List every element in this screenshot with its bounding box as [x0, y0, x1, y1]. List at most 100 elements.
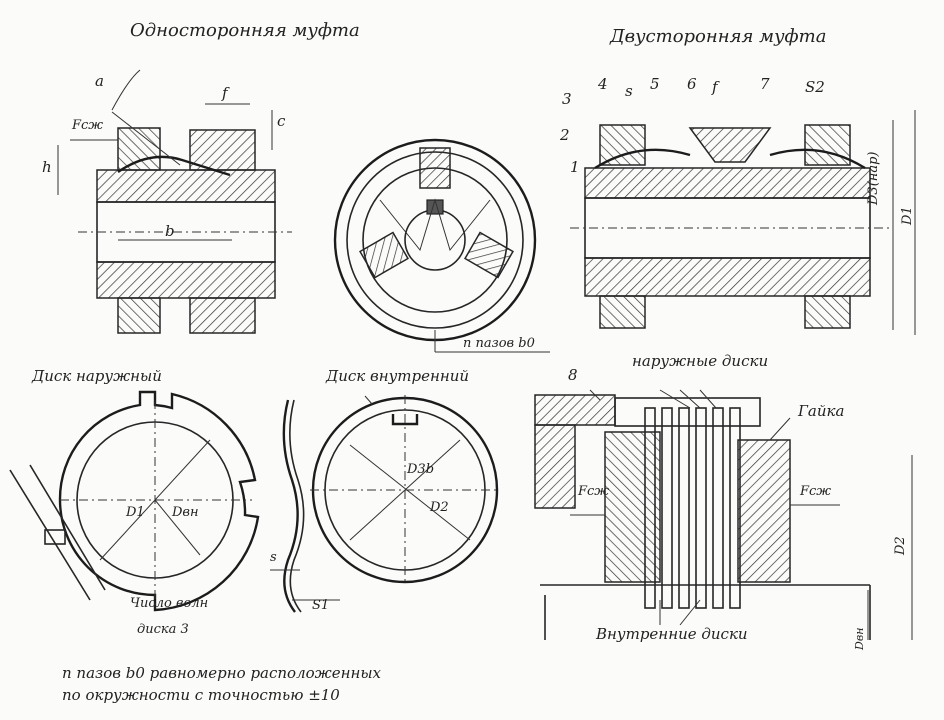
double-lever-left — [594, 148, 691, 170]
double-hub-top — [584, 167, 871, 199]
end-view-spokes — [379, 198, 491, 252]
dim-s2: S2 — [805, 78, 825, 96]
inner-disk-tab — [391, 414, 419, 426]
dim-s1: S1 — [312, 598, 330, 613]
outer-disk-detail-notch — [44, 529, 66, 545]
dim-c: c — [277, 112, 286, 130]
label-disk-outer: Диск наружный — [32, 367, 162, 385]
label-wave-count-2: диска 3 — [137, 622, 189, 637]
dim-b: b — [165, 222, 175, 240]
label-outer-disks: наружные диски — [632, 352, 769, 370]
double-disk-pack-left — [599, 124, 646, 166]
double-disk-pack-left-bottom — [599, 295, 646, 329]
pack-outer-leader-1 — [659, 389, 691, 409]
end-view-lever-top — [419, 147, 451, 189]
single-lever — [117, 155, 231, 177]
pack-disk-1 — [644, 407, 656, 609]
inner-disk-label-leader — [364, 395, 373, 405]
pack-hub-right — [737, 439, 791, 583]
double-sleeve — [688, 127, 772, 163]
single-angle-arc — [111, 69, 141, 111]
end-view-bore — [404, 209, 466, 271]
title-double-clutch: Двусторонняя муфта — [610, 26, 827, 47]
label-wave-count-1: Число волн — [130, 596, 209, 611]
pack-disk-4 — [695, 407, 707, 609]
outer-disk-drawing — [9, 390, 260, 612]
clutch-end-view — [333, 138, 550, 353]
single-disk-pack-bottom — [117, 297, 161, 334]
dim-fszh-single: Fсж — [72, 118, 104, 133]
double-clutch-section — [570, 110, 916, 335]
note-line-2: по окружности с точностью ±10 — [62, 686, 340, 704]
double-disk-pack-right-bottom — [804, 295, 851, 329]
inner-disk-d2-line — [349, 444, 471, 541]
wave-disk-profile — [270, 399, 340, 613]
dim-f-double: f — [712, 78, 718, 96]
callout-2: 2 — [560, 126, 570, 144]
dim-d2-right: D2 — [893, 536, 908, 555]
single-angle-line — [111, 111, 181, 166]
outer-disk-profile — [58, 390, 260, 612]
dim-d3-nar: D3(нар) — [866, 151, 881, 205]
pack-disk-6 — [729, 407, 741, 609]
dim-a: a — [95, 72, 104, 90]
dim-dvn: Dвн — [172, 505, 199, 520]
outer-disk-detail-edge-2 — [29, 464, 106, 591]
dim-s: s — [625, 82, 633, 100]
double-hub-bottom — [584, 257, 871, 297]
dim-s-disk: s — [270, 550, 277, 565]
dim-d1: D1 — [900, 206, 915, 225]
outer-disk-detail-edge-1 — [9, 469, 91, 601]
end-view-lever-right — [464, 231, 514, 279]
callout-5: 5 — [650, 75, 660, 93]
title-single-clutch: Односторонняя муфта — [130, 20, 360, 41]
pack-pressure-plate — [534, 394, 616, 426]
pack-hub-left — [604, 431, 661, 583]
callout-8: 8 — [568, 366, 578, 384]
callout-1: 1 — [570, 158, 580, 176]
pack-8-leader — [589, 389, 601, 401]
pack-disk-2 — [661, 407, 673, 609]
inner-disk-drawing — [310, 395, 500, 585]
label-disk-inner: Диск внутренний — [326, 367, 470, 385]
double-disk-pack-right — [804, 124, 851, 166]
end-view-lever-left — [359, 231, 409, 279]
label-inner-disks: Внутренние диски — [596, 625, 748, 643]
pack-outer-leader-3 — [699, 389, 717, 409]
label-n-slots: n пазов b0 — [463, 336, 535, 351]
dim-fszh-right: Fсж — [800, 484, 832, 499]
dim-d3b: D3b — [407, 462, 435, 477]
pack-inner-leader-2 — [679, 599, 701, 626]
callout-3: 3 — [562, 90, 572, 108]
pack-nut-leader — [769, 417, 791, 441]
single-sleeve-bottom — [189, 297, 256, 334]
dim-h: h — [42, 158, 52, 176]
outer-disk-dvn-line — [154, 499, 201, 556]
single-disk-pack-top — [117, 127, 161, 171]
single-hub-top — [96, 169, 276, 203]
wave-disk-curve-2 — [289, 399, 305, 613]
label-nut: Гайка — [798, 402, 845, 420]
pack-outer-housing — [614, 397, 761, 427]
single-hub-bottom — [96, 261, 276, 299]
dim-d1-small: D1 — [126, 505, 145, 520]
disk-pack-detail — [534, 389, 913, 640]
pack-disk-3 — [678, 407, 690, 609]
callout-6: 6 — [687, 75, 697, 93]
end-view-key — [426, 199, 444, 215]
inner-disk-diameter — [349, 439, 461, 541]
callout-4: 4 — [598, 75, 608, 93]
single-sleeve-top — [189, 129, 256, 171]
dim-dvn-right: Dвн — [853, 627, 866, 650]
dim-d2: D2 — [430, 500, 449, 515]
single-clutch-section — [57, 69, 292, 334]
dim-fszh-left: Fсж — [578, 484, 610, 499]
pack-body-left — [534, 424, 576, 509]
wave-disk-curve-1 — [282, 399, 299, 613]
dim-f: f — [222, 84, 228, 102]
pack-disk-5 — [712, 407, 724, 609]
note-line-1: n пазов b0 равномерно расположенных — [62, 664, 382, 682]
double-lever-right — [769, 148, 866, 170]
